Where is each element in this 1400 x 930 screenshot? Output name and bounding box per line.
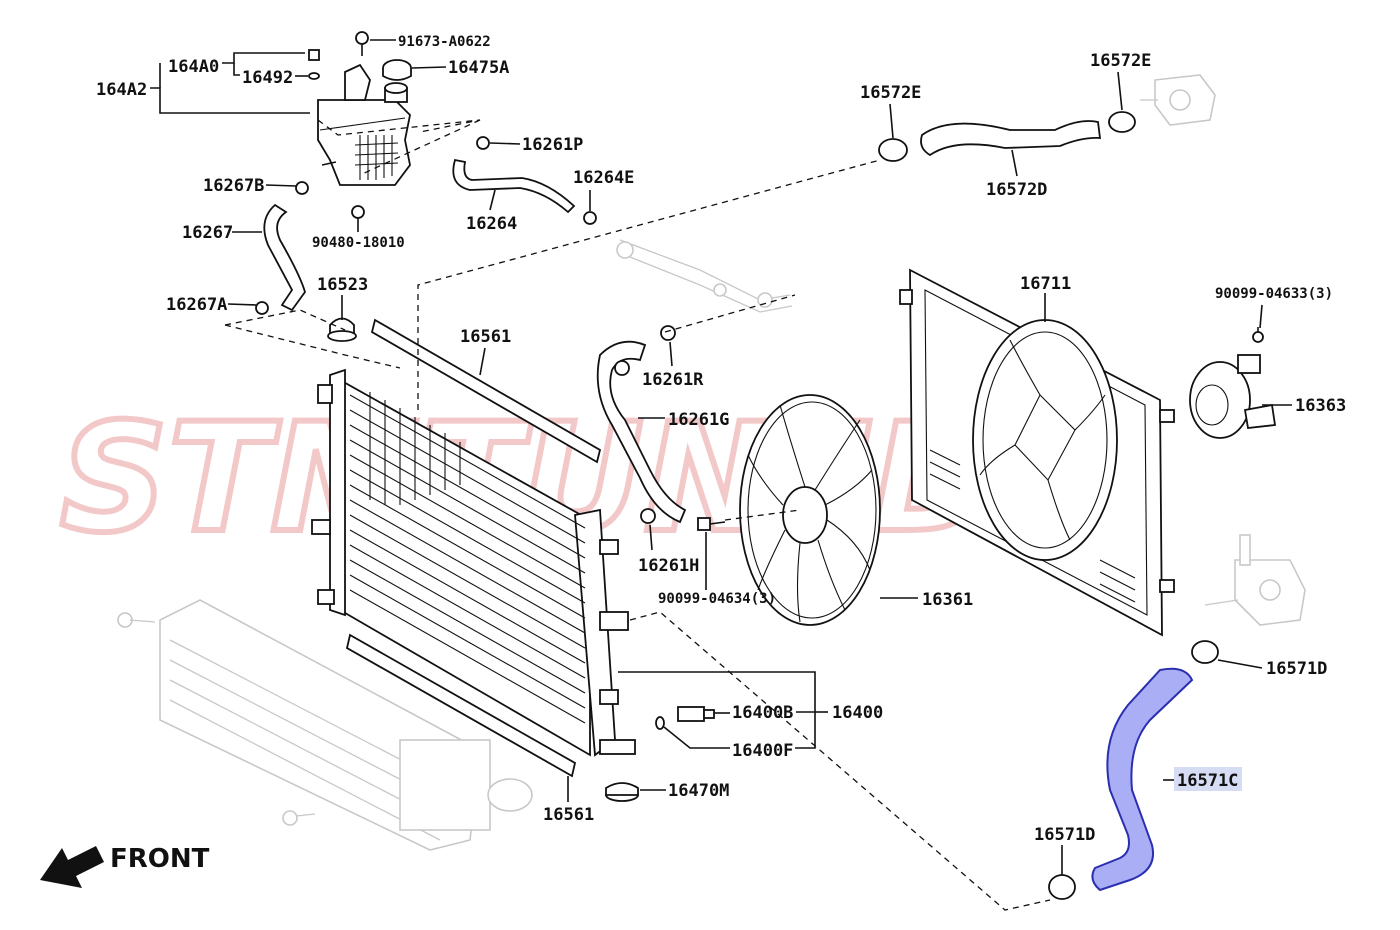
label-16470M: 16470M — [668, 781, 729, 801]
reservoir-cap — [382, 59, 412, 81]
seal-16561-top — [370, 318, 602, 464]
label-16261P: 16261P — [522, 135, 583, 155]
clamps-16572E — [878, 111, 1136, 162]
label-16264E: 16264E — [573, 168, 634, 188]
label-16523: 16523 — [317, 275, 368, 295]
clamps-16571D — [1048, 640, 1219, 900]
label-90099-04634: 90099-04634(3) — [658, 591, 776, 607]
label-16571C: 16571C — [1177, 771, 1238, 791]
intercooler-ghost — [117, 599, 533, 851]
label-16492: 16492 — [242, 68, 293, 88]
label-90480-18010: 90480-18010 — [312, 235, 405, 251]
hose-16267 — [263, 203, 306, 312]
label-16361: 16361 — [922, 590, 973, 610]
label-16261R: 16261R — [642, 370, 704, 390]
label-16711: 16711 — [1020, 274, 1071, 294]
part-labels: 164A0 164A2 16492 91673-A0622 16475A 162… — [96, 34, 1346, 845]
water-outlet-ghost — [1140, 74, 1216, 126]
label-16400F: 16400F — [732, 741, 793, 761]
label-16561-top: 16561 — [460, 327, 511, 347]
cooling-fan — [739, 394, 881, 626]
front-arrow-icon — [40, 846, 104, 888]
hose-16571C — [1091, 667, 1194, 892]
label-91673-A0622: 91673-A0622 — [398, 34, 491, 50]
label-16267B: 16267B — [203, 176, 264, 196]
label-16561-bottom: 16561 — [543, 805, 594, 825]
label-16267: 16267 — [182, 223, 233, 243]
label-16572E-left: 16572E — [860, 83, 921, 103]
bolt-90099-04634 — [697, 517, 726, 531]
label-16363: 16363 — [1295, 396, 1346, 416]
grommet-16470M — [605, 782, 639, 802]
small-fasteners — [255, 31, 1264, 343]
label-16261H: 16261H — [638, 556, 699, 576]
coolant-reservoir — [317, 63, 411, 186]
label-16400: 16400 — [832, 703, 883, 723]
grommet-16523 — [327, 317, 357, 342]
hose-16264 — [452, 158, 576, 214]
hose-16572D — [920, 120, 1102, 157]
label-16571C-highlight — [1174, 767, 1242, 791]
thermostat-housing-ghost — [1204, 534, 1306, 626]
radiator — [311, 368, 636, 757]
fan-motor — [1189, 354, 1277, 439]
label-16400B: 16400B — [732, 703, 793, 723]
label-16572E-right: 16572E — [1090, 51, 1151, 71]
pipe-ghost — [616, 239, 793, 313]
hose-16261G — [596, 340, 687, 524]
label-16264: 16264 — [466, 214, 517, 234]
leader-lines — [150, 39, 1292, 875]
drain-cock — [655, 706, 715, 730]
label-164A0: 164A0 — [168, 57, 219, 77]
label-164A2: 164A2 — [96, 80, 147, 100]
label-16571D-upper: 16571D — [1266, 659, 1327, 679]
label-16261G: 16261G — [668, 410, 729, 430]
seal-16561-bottom — [345, 633, 577, 778]
fan-shroud — [899, 268, 1175, 637]
label-16267A: 16267A — [166, 295, 227, 315]
label-16571D-lower: 16571D — [1034, 825, 1095, 845]
front-label: FRONT — [110, 844, 210, 874]
label-16572D: 16572D — [986, 180, 1047, 200]
clamps-16261 — [614, 325, 676, 524]
label-16475A: 16475A — [448, 58, 509, 78]
front-indicator: FRONT — [40, 844, 210, 888]
dashed-lines — [224, 119, 1051, 911]
label-90099-04633: 90099-04633(3) — [1215, 286, 1333, 302]
